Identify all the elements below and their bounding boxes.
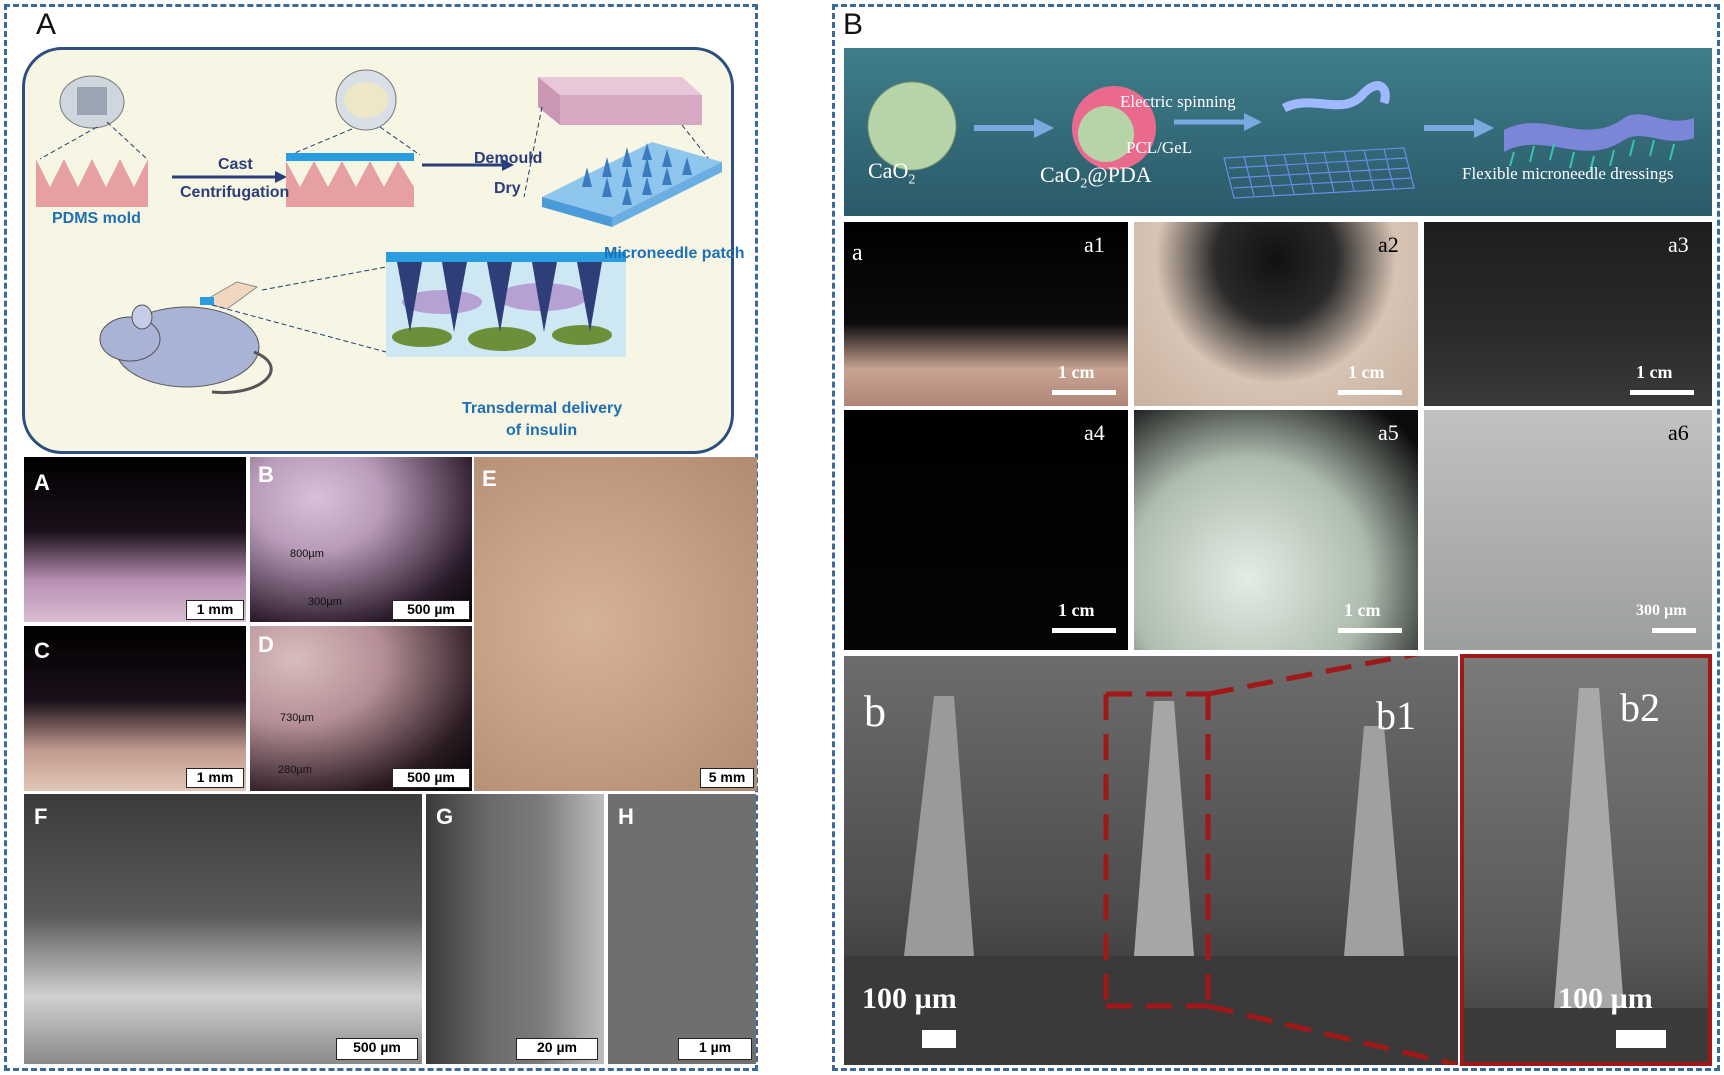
dry-label: Dry	[494, 180, 521, 197]
b2-scale-label: 100 µm	[1558, 982, 1653, 1015]
microneedle-patch-label: Microneedle patch	[604, 245, 745, 262]
demould-label: Demould	[474, 150, 543, 167]
pdms-mold	[36, 75, 148, 207]
pcl-gel-label: PCL/GeL	[1126, 138, 1193, 157]
centrifugation-label: Centrifugation	[180, 184, 290, 201]
a5-label: a5	[1378, 420, 1399, 445]
a6-scale-bar	[1652, 628, 1696, 633]
synthesis-drawing	[867, 81, 1694, 199]
a6-label: a6	[1668, 420, 1689, 445]
a5-scale-label: 1 cm	[1344, 600, 1381, 620]
image-a-label: A	[34, 470, 50, 495]
a1-scale-label: 1 cm	[1058, 362, 1095, 382]
image-g-label: G	[436, 804, 454, 829]
image-a2	[1134, 222, 1418, 406]
image-f-label: F	[34, 804, 48, 829]
image-f-scale: 500 µm	[336, 1038, 418, 1060]
b2-label: b2	[1620, 685, 1660, 730]
image-f	[24, 794, 422, 1064]
a4-scale-label: 1 cm	[1058, 600, 1095, 620]
image-h	[608, 794, 756, 1064]
a2-label: a2	[1378, 232, 1399, 257]
image-c-scale: 1 mm	[186, 768, 244, 788]
a2-scale-bar	[1338, 390, 1402, 395]
image-a3	[1424, 222, 1712, 406]
a4-scale-bar	[1052, 628, 1116, 633]
pdms-mold-label: PDMS mold	[52, 210, 141, 227]
image-a-scale: 1 mm	[186, 600, 244, 620]
b2-needle	[1464, 688, 1708, 1062]
b-scale-label: 100 µm	[862, 982, 957, 1015]
image-d-dim2: 280µm	[278, 764, 312, 776]
a3-scale-bar	[1630, 390, 1694, 395]
image-a5	[1134, 410, 1418, 650]
a5-scale-bar	[1338, 628, 1402, 633]
image-d-scale: 500 µm	[392, 768, 470, 788]
b2-scale-bar	[1616, 1030, 1666, 1048]
cao2-label: CaO2	[868, 158, 916, 188]
image-e	[474, 457, 757, 791]
a1-label: a1	[1084, 232, 1105, 257]
cast-label: Cast	[218, 156, 253, 173]
a-label: a	[852, 240, 863, 266]
delivery-label-line1: Transdermal delivery	[462, 400, 623, 417]
image-e-label: E	[482, 466, 497, 491]
mouse-illustration	[99, 266, 387, 395]
b-scale-bar	[922, 1030, 956, 1048]
image-h-scale: 1 µm	[678, 1038, 752, 1060]
dressing-label: Flexible microneedle dressings	[1462, 164, 1674, 183]
image-d-dim1: 730µm	[280, 712, 314, 724]
image-b	[250, 457, 472, 622]
a4-label: a4	[1084, 420, 1105, 445]
image-a	[24, 457, 246, 622]
cast-mold	[286, 69, 421, 207]
b-label: b	[864, 687, 886, 736]
cao2-pda-label: CaO2@PDA	[1040, 162, 1152, 192]
image-b-dim2: 300µm	[308, 596, 342, 608]
microneedle-patch-drawing	[523, 77, 722, 227]
electric-spinning-label: Electric spinning	[1120, 92, 1236, 111]
image-h-label: H	[618, 804, 634, 829]
image-b-label: B	[258, 462, 274, 487]
image-a4	[844, 410, 1128, 650]
a3-scale-label: 1 cm	[1636, 362, 1673, 382]
image-a1	[844, 222, 1128, 406]
image-g	[426, 794, 604, 1064]
a2-scale-label: 1 cm	[1348, 362, 1385, 382]
image-d	[250, 626, 472, 791]
image-g-scale: 20 µm	[516, 1038, 598, 1060]
a3-label: a3	[1668, 232, 1689, 257]
a1-scale-bar	[1052, 390, 1116, 395]
panel-b-frame	[832, 4, 1720, 1071]
panel-b-letter: B	[843, 8, 864, 41]
panel-a-letter: A	[36, 8, 57, 41]
image-a6	[1424, 410, 1712, 650]
image-b-scale: 500 µm	[392, 600, 470, 620]
schematic-drawing	[36, 69, 722, 395]
image-c-label: C	[34, 638, 50, 663]
image-b-dim1: 800µm	[290, 548, 324, 560]
a6-scale-label: 300 µm	[1636, 602, 1687, 619]
image-d-label: D	[258, 632, 274, 657]
image-c	[24, 626, 246, 791]
image-e-scale: 5 mm	[700, 768, 754, 788]
delivery-label-line2: of insulin	[506, 422, 578, 439]
skin-delivery-drawing	[386, 252, 626, 357]
b1-label: b1	[1376, 693, 1416, 738]
